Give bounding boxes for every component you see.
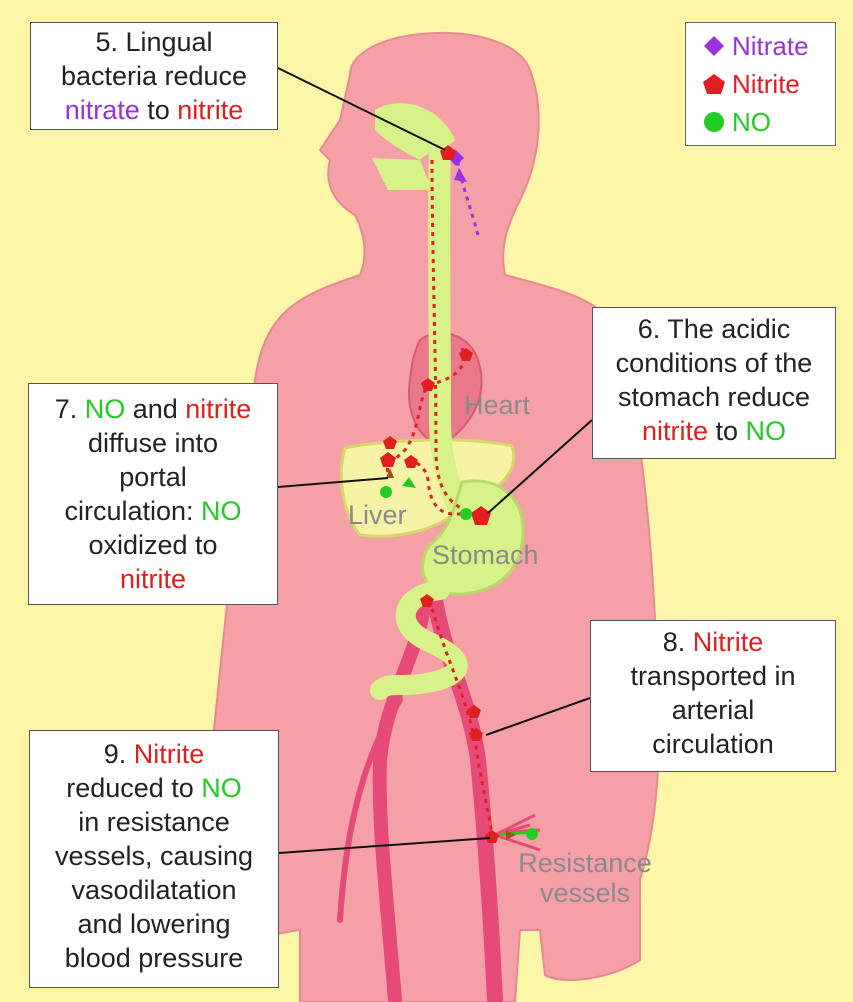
step9-line4: vessels, causing	[38, 839, 270, 873]
no-marker-liver	[380, 486, 392, 498]
step7-line2: diffuse into	[37, 426, 269, 460]
step8-line4: circulation	[599, 727, 827, 761]
step9-line7: blood pressure	[38, 941, 270, 975]
step7-line1: 7. NO and nitrite	[37, 392, 269, 426]
step7-line4-prefix: circulation:	[64, 496, 201, 526]
step5-to: to	[140, 95, 178, 125]
step7-line3: portal	[37, 460, 269, 494]
step8-nitrite: Nitrite	[693, 627, 764, 657]
step7-no2: NO	[201, 496, 242, 526]
step6-line4: nitrite to NO	[601, 414, 827, 448]
step7-prefix: 7.	[55, 394, 85, 424]
step5-line1: 5. Lingual	[39, 25, 269, 59]
step5-line3: nitrate to nitrite	[39, 93, 269, 127]
resistance-vessels-label: Resistance vessels	[505, 848, 665, 908]
nitrite-pentagon-icon	[696, 73, 732, 95]
no-marker-stomach	[460, 508, 472, 520]
callout-step7: 7. NO and nitrite diffuse into portal ci…	[28, 383, 278, 605]
step8-prefix: 8.	[663, 627, 693, 657]
legend-item-no: NO	[696, 103, 835, 141]
callout-step5: 5. Lingual bacteria reduce nitrate to ni…	[30, 22, 278, 130]
resistance-vessels-line1: Resistance	[505, 848, 665, 878]
step9-line3: in resistance	[38, 805, 270, 839]
heart-label: Heart	[464, 390, 530, 420]
step9-prefix: 9.	[104, 739, 134, 769]
step9-nitrite: Nitrite	[134, 739, 205, 769]
legend-label-no: NO	[732, 104, 771, 140]
step5-line2: bacteria reduce	[39, 59, 269, 93]
legend-label-nitrite: Nitrite	[732, 66, 800, 102]
step9-no: NO	[201, 773, 242, 803]
callout-step6: 6. The acidic conditions of the stomach …	[592, 307, 836, 459]
nitrate-diamond-icon	[696, 35, 732, 57]
step9-line2: reduced to NO	[38, 771, 270, 805]
step7-and: and	[125, 394, 185, 424]
callout-step9: 9. Nitrite reduced to NO in resistance v…	[29, 730, 279, 988]
step8-line3: arterial	[599, 693, 827, 727]
step7-no1: NO	[85, 394, 126, 424]
step8-line1: 8. Nitrite	[599, 625, 827, 659]
step8-line2: transported in	[599, 659, 827, 693]
step6-line1: 6. The acidic	[601, 312, 827, 346]
step6-line3: stomach reduce	[601, 380, 827, 414]
step6-to: to	[708, 416, 746, 446]
legend-item-nitrite: Nitrite	[696, 65, 835, 103]
step5-nitrate: nitrate	[65, 95, 140, 125]
liver-label: Liver	[348, 500, 407, 530]
step7-line4: circulation: NO	[37, 494, 269, 528]
step6-no: NO	[746, 416, 787, 446]
resistance-vessels-line2: vessels	[505, 878, 665, 908]
step6-line2: conditions of the	[601, 346, 827, 380]
step9-line5: vasodilatation	[38, 873, 270, 907]
step5-nitrite: nitrite	[177, 95, 243, 125]
no-marker-resistance	[526, 828, 538, 840]
step9-line6: and lowering	[38, 907, 270, 941]
stomach-label: Stomach	[432, 540, 539, 570]
step7-nitrite1: nitrite	[185, 394, 251, 424]
step7-nitrite2: nitrite	[37, 562, 269, 596]
step9-line2-prefix: reduced to	[66, 773, 201, 803]
step7-line5: oxidized to	[37, 528, 269, 562]
no-circle-icon	[696, 111, 732, 133]
legend-item-nitrate: Nitrate	[696, 27, 835, 65]
legend-label-nitrate: Nitrate	[732, 28, 809, 64]
step6-nitrite: nitrite	[642, 416, 708, 446]
legend: Nitrate Nitrite NO	[685, 22, 836, 146]
step9-line1: 9. Nitrite	[38, 737, 270, 771]
callout-step8: 8. Nitrite transported in arterial circu…	[590, 620, 836, 772]
